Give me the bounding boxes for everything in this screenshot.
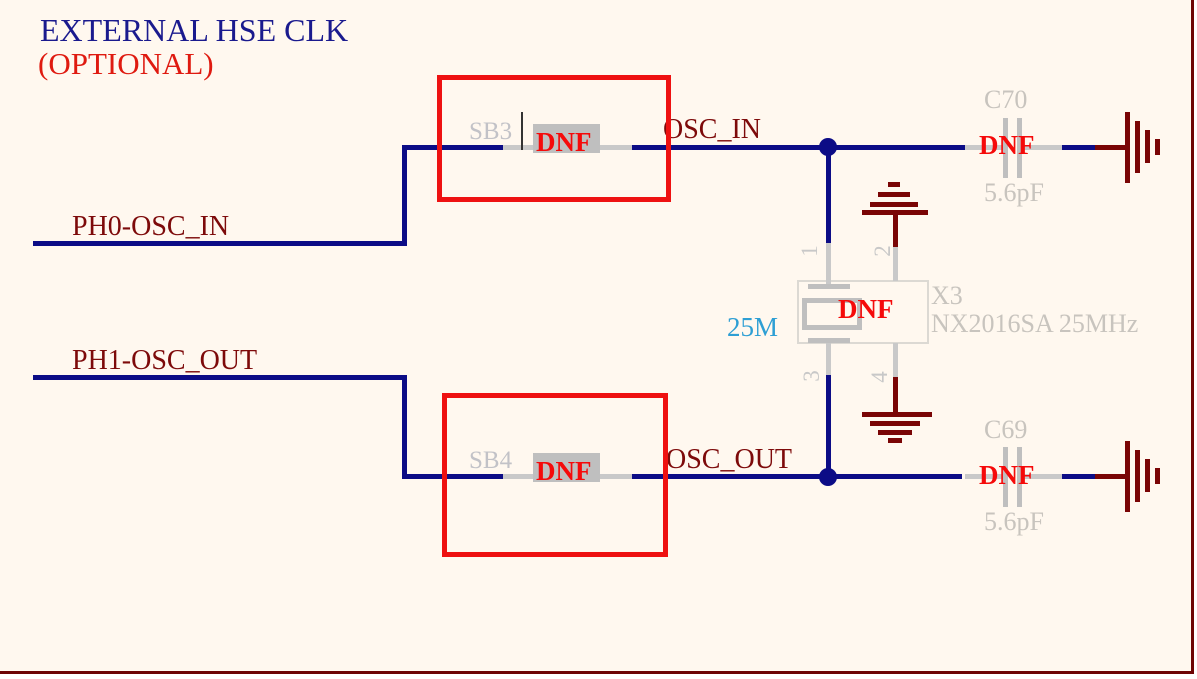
gnd-bar <box>878 430 912 435</box>
gnd-bar <box>888 182 900 187</box>
c69-pin-right[interactable] <box>1022 474 1062 479</box>
gnd-stem <box>1095 145 1127 150</box>
sb4-refdes[interactable]: SB4 <box>469 447 513 474</box>
x3-dnf-label[interactable]: DNF <box>838 294 894 324</box>
gnd-bar <box>878 192 910 197</box>
x3-refdes[interactable]: X3 <box>931 281 963 310</box>
junction-dot-oscout <box>819 468 837 486</box>
sb3-body[interactable] <box>533 124 600 153</box>
gnd-bar <box>862 412 932 417</box>
sheet-border-bottom <box>0 671 1197 674</box>
gnd-stem <box>893 215 898 247</box>
gnd-bar <box>1125 112 1130 183</box>
sb4-body[interactable] <box>533 453 600 482</box>
net-label-ph1-osc-out[interactable]: PH1-OSC_OUT <box>72 345 258 376</box>
gnd-symbol-pin2[interactable] <box>862 182 928 247</box>
c69-value[interactable]: 5.6pF <box>984 507 1044 536</box>
wire-oscout-left[interactable] <box>402 474 503 479</box>
junction-dot-oscin <box>819 138 837 156</box>
wire-ph1-riser[interactable] <box>402 375 407 479</box>
x3-pin3-lead[interactable] <box>826 343 831 375</box>
gnd-bar <box>1135 450 1140 502</box>
wire-c70-to-gnd[interactable] <box>1062 145 1095 150</box>
wire-c69-to-gnd[interactable] <box>1062 474 1095 479</box>
gnd-bar <box>862 210 928 215</box>
c70-dnf-label[interactable]: DNF <box>979 130 1035 160</box>
c69-plate-right[interactable] <box>1017 447 1022 507</box>
x3-body-outline[interactable] <box>797 280 929 344</box>
highlight-box-sb4[interactable] <box>442 393 668 557</box>
wire-ph0-horizontal[interactable] <box>33 241 403 246</box>
gnd-stem <box>1095 474 1127 479</box>
gnd-bar <box>1145 130 1150 163</box>
gnd-stem <box>893 377 898 412</box>
wire-oscin-right[interactable] <box>632 145 965 150</box>
wire-ph0-riser[interactable] <box>402 145 407 246</box>
highlight-box-sb3[interactable] <box>437 75 671 202</box>
gnd-bar <box>870 421 920 426</box>
c70-pin-right[interactable] <box>1022 145 1062 150</box>
x3-pin3-number: 3 <box>799 370 824 382</box>
wire-ph1-horizontal[interactable] <box>33 375 403 380</box>
gnd-bar <box>888 438 902 443</box>
x3-freq-value[interactable]: 25M <box>727 312 779 342</box>
c69-pin-left[interactable] <box>965 474 1003 479</box>
x3-plate-bottom <box>808 338 850 343</box>
sb3-refdes[interactable]: SB3 <box>469 118 513 145</box>
c69-plate-left[interactable] <box>1003 447 1008 507</box>
c70-plate-right[interactable] <box>1017 118 1022 178</box>
x3-pin1-number: 1 <box>797 245 822 257</box>
text-cursor <box>521 112 523 150</box>
c70-value[interactable]: 5.6pF <box>984 178 1044 207</box>
gnd-bar <box>1125 441 1130 512</box>
c70-plate-left[interactable] <box>1003 118 1008 178</box>
sheet-title[interactable]: EXTERNAL HSE CLK <box>40 12 349 48</box>
wire-pin3-to-oscout[interactable] <box>826 375 831 477</box>
c69-refdes[interactable]: C69 <box>984 415 1028 444</box>
sheet-subtitle[interactable]: (OPTIONAL) <box>38 46 214 81</box>
sheet-margin-right <box>1194 0 1197 679</box>
sb3-dnf-label[interactable]: DNF <box>536 127 592 157</box>
wire-oscin-left[interactable] <box>402 145 503 150</box>
gnd-symbol-c70[interactable] <box>1095 112 1160 183</box>
x3-part-number[interactable]: NX2016SA 25MHz <box>931 309 1139 338</box>
x3-plate-top <box>808 284 850 289</box>
c69-dnf-label[interactable]: DNF <box>979 460 1035 490</box>
gnd-symbol-pin4[interactable] <box>862 377 932 443</box>
gnd-bar <box>870 202 918 207</box>
wire-oscout-right[interactable] <box>632 474 962 479</box>
gnd-bar <box>1135 121 1140 173</box>
x3-crystal-rect[interactable] <box>802 298 862 330</box>
sb4-dnf-label[interactable]: DNF <box>536 456 592 486</box>
gnd-bar <box>1145 459 1150 492</box>
x3-pin4-lead[interactable] <box>893 343 898 377</box>
sheet-margin-bottom <box>0 674 1197 679</box>
x3-pin2-lead[interactable] <box>893 247 898 281</box>
net-label-osc-in[interactable]: OSC_IN <box>663 114 762 145</box>
gnd-bar <box>1155 139 1160 155</box>
net-label-ph0-osc-in[interactable]: PH0-OSC_IN <box>72 211 230 242</box>
wire-oscin-to-pin1[interactable] <box>826 147 831 243</box>
gnd-bar <box>1155 468 1160 484</box>
gnd-symbol-c69[interactable] <box>1095 441 1160 512</box>
c70-pin-left[interactable] <box>965 145 1003 150</box>
x3-pin1-lead[interactable] <box>826 243 831 284</box>
sheet-border-right <box>1191 0 1194 679</box>
net-label-osc-out[interactable]: OSC_OUT <box>666 444 793 475</box>
c70-refdes[interactable]: C70 <box>984 85 1028 114</box>
